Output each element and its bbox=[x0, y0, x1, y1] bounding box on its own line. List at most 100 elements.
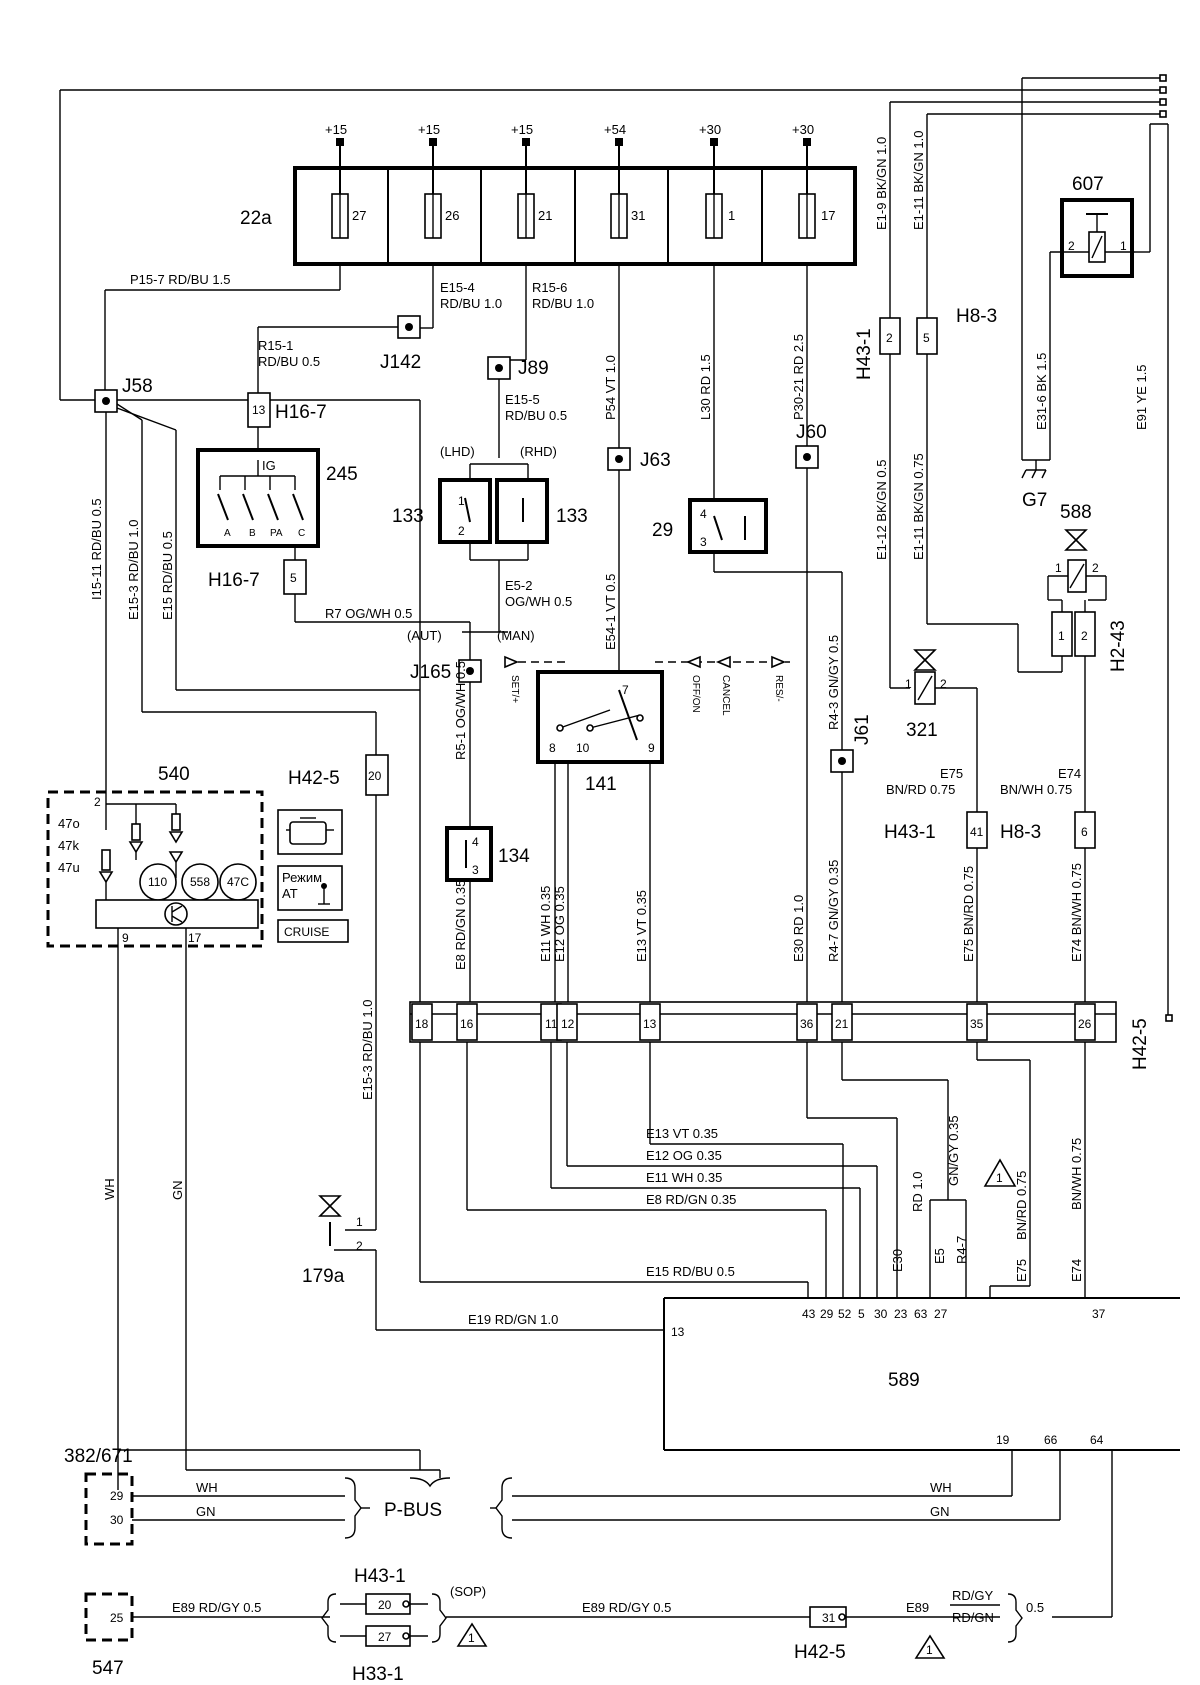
svg-text:11: 11 bbox=[545, 1017, 558, 1031]
svg-text:(MAN): (MAN) bbox=[497, 628, 535, 643]
svg-text:19: 19 bbox=[996, 1433, 1010, 1447]
svg-text:27: 27 bbox=[352, 208, 366, 223]
svg-text:BN/WH 0.75: BN/WH 0.75 bbox=[1069, 1138, 1084, 1210]
svg-text:R4-3 GN/GY 0.5: R4-3 GN/GY 0.5 bbox=[826, 635, 841, 730]
svg-text:B: B bbox=[249, 528, 256, 539]
fuse-21: +15 21 bbox=[511, 122, 552, 239]
svg-text:2: 2 bbox=[886, 331, 893, 345]
svg-text:H33-1: H33-1 bbox=[352, 1664, 404, 1685]
svg-text:5: 5 bbox=[923, 331, 930, 345]
svg-text:1: 1 bbox=[905, 677, 912, 691]
svg-text:26: 26 bbox=[445, 208, 459, 223]
svg-text:E15 RD/BU 0.5: E15 RD/BU 0.5 bbox=[646, 1264, 735, 1279]
svg-text:9: 9 bbox=[648, 741, 655, 755]
svg-text:+15: +15 bbox=[511, 122, 533, 137]
cruise-switch-141: P54 VT 1.0 J63 E54-1 VT 0.5 141 7 8 10 9… bbox=[504, 264, 790, 1002]
svg-text:H42-5: H42-5 bbox=[794, 1642, 846, 1663]
svg-text:133: 133 bbox=[556, 506, 588, 527]
svg-text:1: 1 bbox=[1058, 629, 1065, 643]
svg-text:E75: E75 bbox=[1014, 1259, 1029, 1282]
svg-text:47o: 47o bbox=[58, 816, 80, 831]
svg-text:H16-7: H16-7 bbox=[275, 402, 327, 423]
svg-text:E1-11 BK/GN 0.75: E1-11 BK/GN 0.75 bbox=[911, 453, 926, 560]
svg-text:J60: J60 bbox=[796, 422, 827, 443]
svg-text:R15-6: R15-6 bbox=[532, 280, 567, 295]
svg-text:141: 141 bbox=[585, 774, 617, 795]
svg-text:13: 13 bbox=[643, 1017, 657, 1031]
svg-text:E1-9 BK/GN 1.0: E1-9 BK/GN 1.0 bbox=[874, 137, 889, 230]
svg-text:J165: J165 bbox=[410, 662, 451, 683]
svg-text:12: 12 bbox=[561, 1017, 575, 1031]
svg-text:(RHD): (RHD) bbox=[520, 444, 557, 459]
svg-text:558: 558 bbox=[190, 875, 210, 889]
svg-text:E15-3 RD/BU 1.0: E15-3 RD/BU 1.0 bbox=[360, 1000, 375, 1100]
svg-text:H42-5: H42-5 bbox=[288, 768, 340, 789]
svg-text:589: 589 bbox=[888, 1370, 920, 1391]
svg-text:GN: GN bbox=[196, 1504, 216, 1519]
svg-text:E75: E75 bbox=[940, 766, 963, 781]
solenoid-588: 588 1 2 1 2 H2-43 E74 BN/WH 0.75 6 H8-3 … bbox=[1000, 502, 1129, 1002]
svg-text:31: 31 bbox=[822, 1611, 836, 1625]
svg-text:547: 547 bbox=[92, 1658, 124, 1679]
svg-text:8: 8 bbox=[549, 741, 556, 755]
svg-text:25: 25 bbox=[110, 1611, 124, 1625]
svg-text:G7: G7 bbox=[1022, 490, 1047, 511]
svg-text:E8 RD/GN 0.35: E8 RD/GN 0.35 bbox=[646, 1192, 736, 1207]
svg-text:E15 RD/BU 0.5: E15 RD/BU 0.5 bbox=[160, 531, 175, 620]
svg-text:E89 RD/GY 0.5: E89 RD/GY 0.5 bbox=[172, 1600, 261, 1615]
connector-strip-h42-5: H42-5 18 16 11 12 13 36 21 35 26 bbox=[409, 1001, 1151, 1070]
svg-text:GN/GY 0.35: GN/GY 0.35 bbox=[946, 1115, 961, 1186]
svg-text:P-BUS: P-BUS bbox=[384, 1500, 442, 1521]
svg-text:(SOP): (SOP) bbox=[450, 1584, 486, 1599]
svg-text:63: 63 bbox=[914, 1307, 928, 1321]
svg-text:E89 RD/GY 0.5: E89 RD/GY 0.5 bbox=[582, 1600, 671, 1615]
svg-text:E75 BN/RD 0.75: E75 BN/RD 0.75 bbox=[961, 866, 976, 962]
svg-text:J89: J89 bbox=[518, 358, 549, 379]
fuse-27: +15 27 bbox=[325, 122, 366, 239]
brake-lamp-circuit: E1-9 BK/GN 1.0 E1-11 BK/GN 1.0 2 5 H43-1… bbox=[854, 131, 1062, 1002]
svg-text:PA: PA bbox=[270, 528, 283, 539]
svg-text:0.5: 0.5 bbox=[1026, 1600, 1044, 1615]
svg-text:H43-1: H43-1 bbox=[884, 822, 936, 843]
svg-text:E8 RD/GN 0.35: E8 RD/GN 0.35 bbox=[453, 880, 468, 970]
svg-text:RD/BU 1.0: RD/BU 1.0 bbox=[440, 296, 502, 311]
svg-text:607: 607 bbox=[1072, 174, 1104, 195]
svg-text:E5-2: E5-2 bbox=[505, 578, 532, 593]
svg-text:P54 VT 1.0: P54 VT 1.0 bbox=[603, 355, 618, 420]
svg-text:C: C bbox=[298, 528, 305, 539]
svg-text:6: 6 bbox=[1081, 825, 1088, 839]
svg-text:R4-7: R4-7 bbox=[954, 1236, 969, 1264]
instrument-cluster-540: 540 2 47o 47k 47u 110 558 47C 9 17 WH bbox=[46, 764, 264, 1490]
svg-text:E19 RD/GN 1.0: E19 RD/GN 1.0 bbox=[468, 1312, 558, 1327]
svg-text:133: 133 bbox=[392, 506, 424, 527]
svg-text:3: 3 bbox=[700, 535, 707, 549]
svg-text:2: 2 bbox=[1068, 239, 1075, 253]
strip-pins: 18 16 11 12 13 36 21 35 26 bbox=[411, 1003, 1096, 1041]
svg-text:21: 21 bbox=[835, 1017, 849, 1031]
svg-text:382/671: 382/671 bbox=[64, 1446, 133, 1467]
svg-text:5: 5 bbox=[290, 571, 297, 585]
svg-text:588: 588 bbox=[1060, 502, 1092, 523]
svg-text:H42-5: H42-5 bbox=[1130, 1018, 1151, 1070]
svg-text:30: 30 bbox=[110, 1513, 124, 1527]
svg-text:RD/BU 1.0: RD/BU 1.0 bbox=[532, 296, 594, 311]
svg-text:17: 17 bbox=[821, 208, 835, 223]
svg-text:3: 3 bbox=[472, 863, 479, 877]
svg-text:J58: J58 bbox=[122, 376, 153, 397]
svg-text:RD/GY: RD/GY bbox=[952, 1588, 994, 1603]
svg-text:1: 1 bbox=[926, 1643, 933, 1657]
svg-text:H43-1: H43-1 bbox=[354, 1566, 406, 1587]
svg-text:WH: WH bbox=[930, 1480, 952, 1495]
svg-text:E1-12 BK/GN 0.5: E1-12 BK/GN 0.5 bbox=[874, 460, 889, 560]
fuse-26: +15 26 bbox=[418, 122, 459, 239]
svg-text:CRUISE: CRUISE bbox=[284, 925, 329, 939]
svg-text:RES/-: RES/- bbox=[773, 675, 784, 702]
svg-text:BN/RD 0.75: BN/RD 0.75 bbox=[886, 782, 955, 797]
fuse-31: +54 31 bbox=[604, 122, 645, 239]
svg-text:2: 2 bbox=[940, 677, 947, 691]
svg-text:Режим: Режим bbox=[282, 870, 322, 885]
svg-text:20: 20 bbox=[378, 1598, 392, 1612]
svg-text:H2-43: H2-43 bbox=[1108, 620, 1129, 672]
svg-text:179a: 179a bbox=[302, 1266, 345, 1287]
